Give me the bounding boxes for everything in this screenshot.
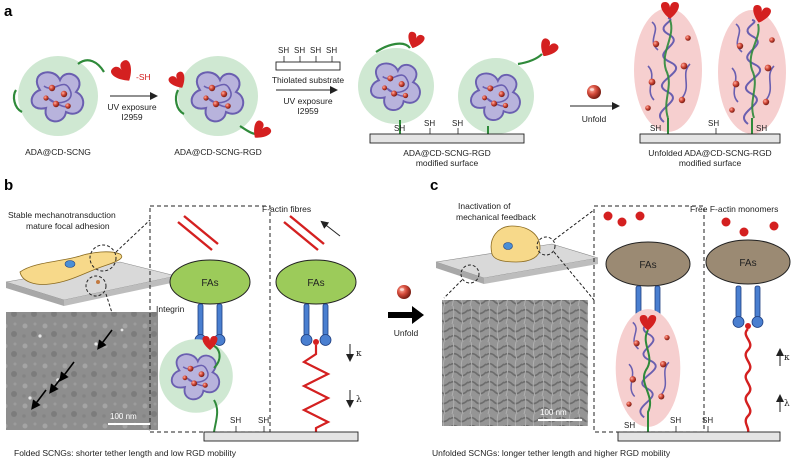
panel-c-label: c [430,177,438,194]
sh-tag: SH [278,46,289,55]
sh-tag: SH [708,119,719,128]
zoom-circle-c1 [536,236,556,256]
sh-tag: SH [394,124,405,133]
fa-label: FAs [307,278,324,289]
thiol-tag: -SH [136,72,151,82]
rgd-thiol-reagent [109,58,138,87]
sh-tag: SH [702,416,713,425]
kappa-label-b: κ [356,349,362,359]
caption-modified-surface-1: ADA@CD-SCNG-RGD [403,148,491,158]
folded-tether-b [158,336,234,433]
sem-image-unfolded: 100 nm [442,300,588,426]
kappa-label-c: κ [784,353,790,363]
sh-tag: SH [424,119,435,128]
spring-tether-b [301,339,331,432]
substrate-b [203,431,359,442]
scale-bar-label-b: 100 nm [110,412,137,421]
fa-label: FAs [739,258,756,269]
fa-label: FAs [201,278,218,289]
factin-fibres-b [177,215,325,251]
sh-tag: SH [326,46,337,55]
scng-stage-2 [167,55,273,144]
integrin-c2 [732,285,764,328]
sem-arrow [97,329,113,350]
sh-tag: SH [310,46,321,55]
panel-a-label: a [4,3,13,20]
focal-adhesion-b1 [169,259,251,305]
thiolated-substrate-reagent: SH SH SH SH [275,46,341,71]
sem-image-folded: 100 nm [6,312,158,430]
photoinitiator-2: I2959 [297,106,319,116]
factin-label: F-actin fibres [262,204,311,214]
panel-b-cell-text-2: mature focal adhesion [26,221,110,231]
modified-surface: SH SH SH [357,30,560,144]
uv-exposure-2: UV exposure [283,96,332,106]
unfold-label-a: Unfold [582,114,607,124]
spread-cell [19,251,123,285]
scale-bar-label-c: 100 nm [540,408,567,417]
sem-arrow [49,373,65,394]
integrin-label: Integrin [156,304,185,314]
sem-arrow [31,389,47,410]
zoom-circle-b2 [85,275,107,297]
panel-b-label: b [4,177,13,194]
sh-tag: SH [650,124,661,133]
unfold-agent-icon [587,85,601,99]
factin-direction-arrow [320,220,341,237]
panel-b-cell-text-1: Stable mechanotransduction [8,210,116,220]
focal-adhesion-b2 [275,259,357,305]
focal-adhesion-c2 [705,239,791,285]
substrate-c [617,431,781,442]
panel-c-cell-text-1: Inactivation of [458,201,511,211]
scng-stage-1 [12,55,105,137]
sh-tag: SH [230,416,241,425]
fa-label: FAs [639,260,656,271]
panel-c-cell-text-2: mechanical feedback [456,212,537,222]
uv-exposure-1: UV exposure [107,102,156,112]
caption-modified-surface-2: modified surface [416,158,479,168]
unfold-agent-icon-middle [397,285,411,299]
caption-adacd-scng: ADA@CD-SCNG [25,147,91,157]
thiolated-substrate-label: Thiolated substrate [272,75,345,85]
sh-tag: SH [624,421,635,430]
sh-tag: SH [452,119,463,128]
zoom-circle-b1 [89,244,117,272]
unfolded-tether-c [614,308,682,432]
integrin-b1 [194,303,226,346]
unfold-arrow-middle [388,306,424,324]
caption-adacd-scng-rgd: ADA@CD-SCNG-RGD [174,147,262,157]
lambda-label-b: λ [356,395,362,405]
caption-unfolded: Unfolded SCNGs: longer tether length and… [432,448,671,458]
caption-unfolded-surface-1: Unfolded ADA@CD-SCNG-RGD [648,148,771,158]
substrate-plate-b [5,261,177,306]
unfold-label-middle: Unfold [394,328,419,338]
photoinitiator-1: I2959 [121,112,143,122]
sh-tag: SH [258,416,269,425]
monomers-label: Free F-actin monomers [690,204,778,214]
sh-tag: SH [294,46,305,55]
zoom-circle-c2 [460,264,480,284]
sh-tag: SH [756,124,767,133]
caption-folded: Folded SCNGs: shorter tether length and … [14,448,237,458]
caption-unfolded-surface-2: modified surface [679,158,742,168]
unfolded-surface: SH SH SH [633,1,787,144]
wave-tether-c [744,323,752,433]
sh-tag: SH [670,416,681,425]
lambda-label-c: λ [784,399,790,409]
rounded-cell [490,225,541,263]
free-factin-monomers [603,211,779,237]
focal-adhesion-c1 [605,241,691,287]
